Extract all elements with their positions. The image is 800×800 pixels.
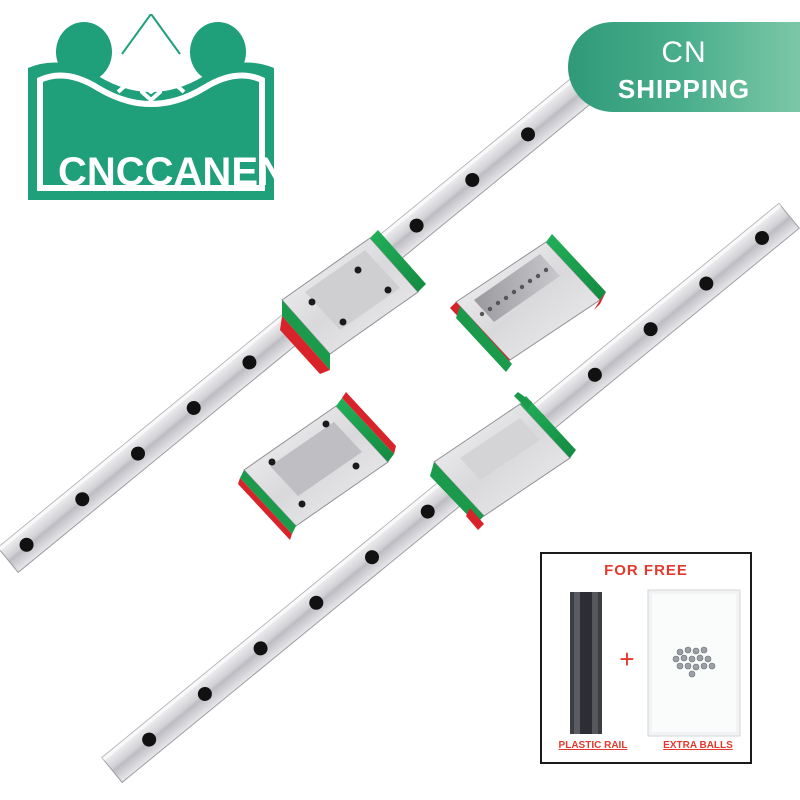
brand-logo-graphic [28, 13, 274, 200]
shipping-badge-origin: CN [661, 36, 707, 69]
brand-logo: CNCCANEN [22, 13, 287, 200]
extra-balls-bag-image [647, 589, 741, 737]
carriage-block-1 [280, 230, 426, 374]
shipping-badge-label: SHIPPING [617, 74, 751, 104]
extra-balls-label: EXTRA BALLS [663, 740, 733, 751]
brand-name: CNCCANEN [58, 150, 287, 194]
shipping-badge: CN SHIPPING [568, 22, 800, 112]
carriage-block-4 [430, 392, 576, 530]
freebies-title: FOR FREE [604, 562, 688, 579]
plastic-rail-label: PLASTIC RAIL [558, 740, 628, 751]
carriage-block-3 [238, 392, 396, 540]
plastic-rail-image [570, 592, 602, 734]
freebies-panel: FOR FREE + PLASTIC RAIL EXTRA BALLS [540, 552, 752, 764]
plus-icon: + [619, 644, 635, 674]
carriage-block-2 [450, 234, 606, 372]
